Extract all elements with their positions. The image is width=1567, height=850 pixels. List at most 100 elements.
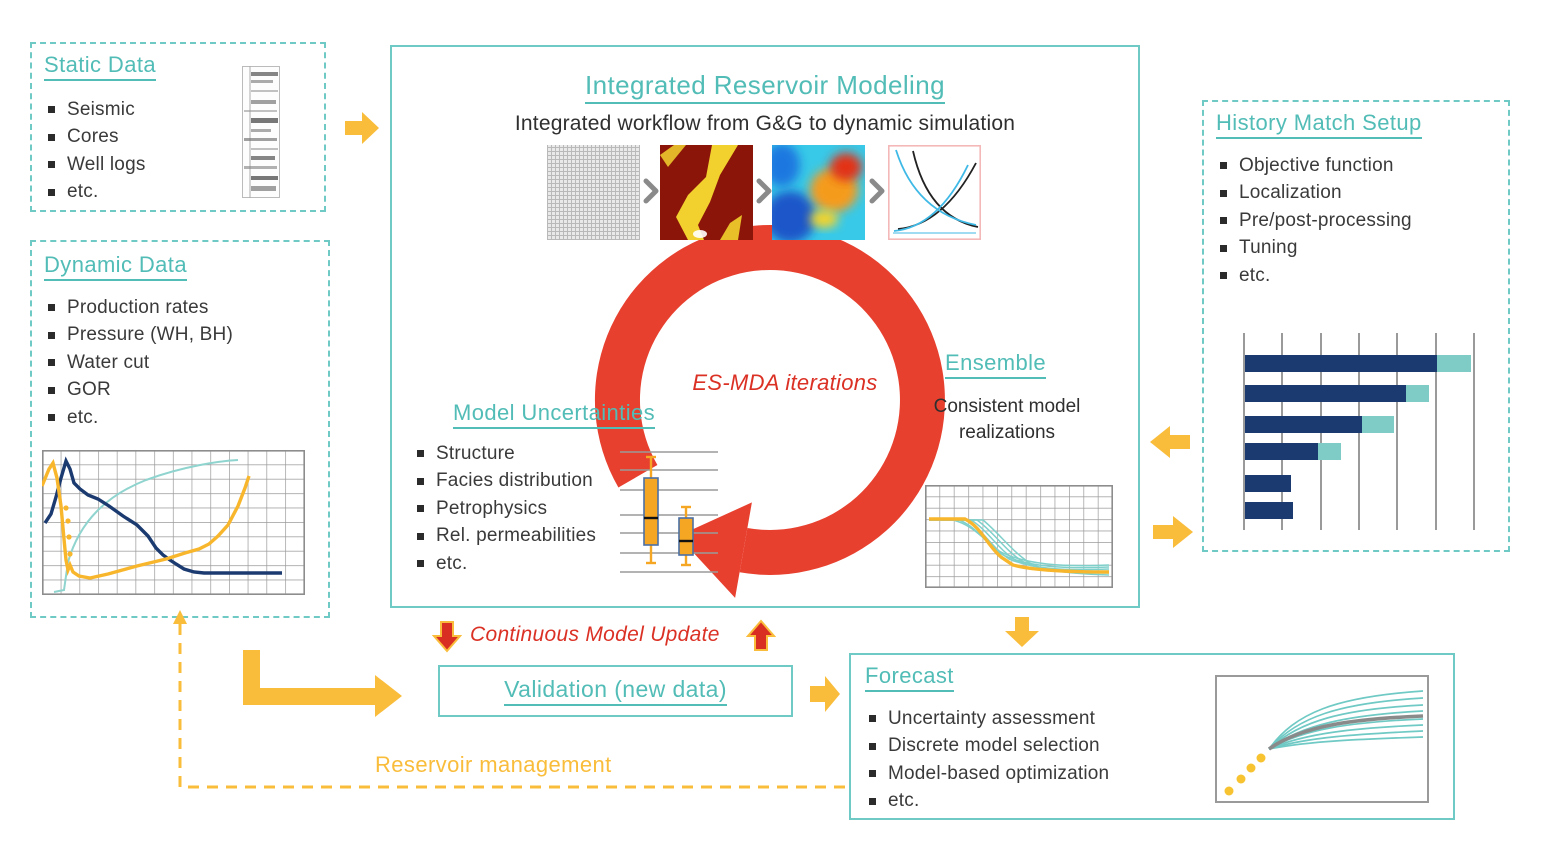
bar-row: [1245, 475, 1291, 492]
dynamic-data-title: Dynamic Data: [44, 252, 187, 281]
arrow-down-ensemble-to-forecast-icon: [1005, 617, 1039, 647]
list-item-label: Localization: [1239, 182, 1342, 204]
property-model-image: [772, 145, 865, 240]
bullet-icon: [869, 715, 876, 723]
reservoir-management-label: Reservoir management: [375, 752, 612, 777]
integrated-modeling-subtitle: Integrated workflow from G&G to dynamic …: [514, 112, 1016, 135]
chevron-right-icon: [756, 178, 772, 204]
list-item: Petrophysics: [413, 495, 596, 523]
list-item-label: etc.: [67, 406, 99, 428]
chevron-right-icon: [643, 178, 659, 204]
history-dot: [1256, 753, 1266, 763]
list-item-label: etc.: [67, 181, 99, 203]
list-item: Pressure (WH, BH): [44, 322, 233, 350]
rate-dot: [63, 505, 69, 511]
ensemble-caption: Consistent model realizations: [933, 396, 1081, 443]
ensemble-chart: [925, 485, 1113, 588]
gridline: [1472, 333, 1475, 530]
list-item-label: Seismic: [67, 98, 135, 120]
bullet-icon: [48, 188, 55, 196]
bar-segment-base: [1245, 355, 1437, 372]
list-item-label: etc.: [1239, 264, 1271, 286]
bullet-icon: [48, 133, 55, 141]
bullet-icon: [48, 386, 55, 394]
rate-dot: [65, 518, 71, 524]
bullet-icon: [417, 477, 424, 485]
bullet-icon: [1220, 217, 1227, 225]
bar-segment-extension: [1405, 385, 1429, 402]
bullet-icon: [48, 359, 55, 367]
list-item-label: Uncertainty assessment: [888, 707, 1096, 729]
list-item: Rel. permeabilities: [413, 523, 596, 551]
watercut-curve: [53, 459, 239, 593]
list-item: Cores: [44, 124, 146, 152]
bar-segment-base: [1245, 502, 1293, 519]
gridline: [1243, 333, 1245, 530]
production-history-chart: [42, 450, 305, 595]
list-item: Structure: [413, 440, 596, 468]
list-item-label: Discrete model selection: [888, 735, 1100, 757]
bullet-icon: [1220, 162, 1227, 170]
list-item: Seismic: [44, 96, 146, 124]
uncertainty-boxplot: [620, 451, 718, 573]
list-item-label: Petrophysics: [436, 497, 548, 519]
arrow-left-hms-to-modeling-icon: [1150, 426, 1190, 458]
validation-label: Validation (new data): [504, 676, 727, 706]
forecast-title: Forecast: [865, 663, 954, 692]
bar-segment-extension: [1436, 355, 1471, 372]
well-log-image: [242, 66, 280, 198]
gridline: [1434, 333, 1437, 530]
esmda-loop-label: ES-MDA iterations: [692, 370, 878, 395]
bullet-icon: [417, 532, 424, 540]
history-dot: [1236, 774, 1246, 784]
bar-segment-extension: [1317, 443, 1341, 460]
static-data-title: Static Data: [44, 52, 157, 81]
list-item-label: Tuning: [1239, 237, 1298, 259]
list-item: Production rates: [44, 294, 233, 322]
bullet-icon: [1220, 244, 1227, 252]
bullet-icon: [417, 450, 424, 458]
gridline: [1396, 333, 1399, 530]
model-uncertainties-title: Model Uncertainties: [453, 400, 656, 429]
arrow-right-static-to-modeling-icon: [345, 112, 379, 144]
list-item-label: Objective function: [1239, 154, 1394, 176]
history-dot: [1246, 763, 1256, 773]
bullet-icon: [48, 304, 55, 312]
bar-segment-base: [1245, 475, 1291, 492]
integrated-modeling-title: Integrated Reservoir Modeling: [392, 70, 1138, 104]
list-item-label: etc.: [436, 552, 468, 574]
bullet-icon: [869, 742, 876, 750]
list-item-label: Pre/post-processing: [1239, 209, 1412, 231]
list-item-label: Structure: [436, 442, 515, 464]
ensemble-realization-curves: [929, 519, 1110, 576]
list-item: etc.: [44, 179, 146, 207]
list-item: Water cut: [44, 349, 233, 377]
list-item-label: Water cut: [67, 351, 150, 373]
bullet-icon: [417, 505, 424, 513]
forecast-reference-curve: [1267, 714, 1424, 751]
history-match-title: History Match Setup: [1216, 110, 1422, 139]
list-item-label: Production rates: [67, 296, 209, 318]
list-item: Facies distribution: [413, 468, 596, 496]
list-item-label: Rel. permeabilities: [436, 525, 597, 547]
hm-bar-chart: [1243, 333, 1492, 530]
rate-curve: [42, 458, 251, 580]
bullet-icon: [869, 797, 876, 805]
ensemble-mean-curve: [929, 517, 1110, 574]
rate-dot: [67, 551, 73, 557]
facies-model-image: [660, 145, 753, 240]
list-item: etc.: [413, 550, 596, 578]
bar-segment-base: [1245, 416, 1362, 433]
chevron-right-icon: [869, 178, 885, 204]
list-item-label: Well logs: [67, 153, 146, 175]
bullet-icon: [417, 560, 424, 568]
list-item: Model-based optimization: [865, 760, 1109, 788]
arrow-down-update-icon: [432, 621, 462, 653]
list-item: Well logs: [44, 151, 146, 179]
